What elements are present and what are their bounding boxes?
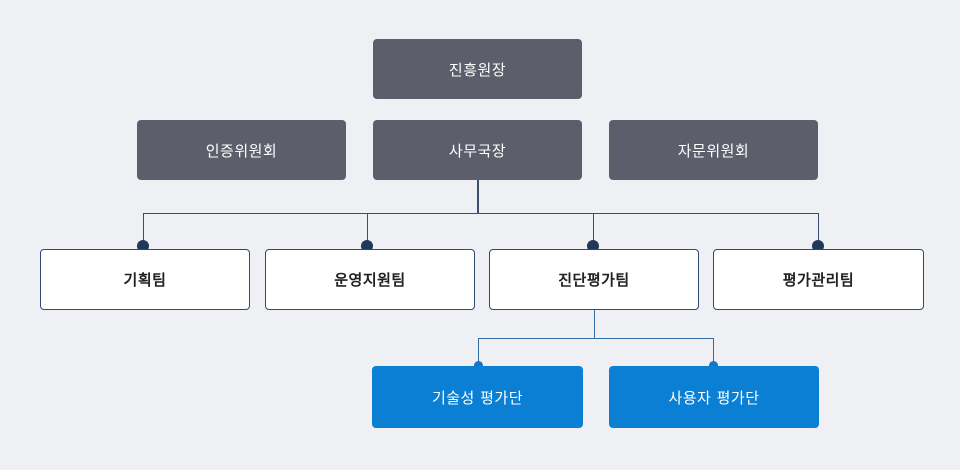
connector-team-bus xyxy=(143,213,819,214)
node-team-planning: 기획팀 xyxy=(40,249,250,310)
node-secretary-general: 사무국장 xyxy=(373,120,582,180)
connector-team-4 xyxy=(818,213,819,247)
connector-dot-sub-1 xyxy=(474,361,483,370)
node-team-evaluation: 진단평가팀 xyxy=(489,249,699,310)
connector-sub-1 xyxy=(478,338,479,366)
connector-sub-2 xyxy=(713,338,714,366)
node-advisory-committee: 자문위원회 xyxy=(609,120,818,180)
connector-dot-sub-2 xyxy=(709,361,718,370)
connector-secretary-down xyxy=(477,179,479,214)
connector-team-3 xyxy=(593,213,594,247)
node-user-evaluation-group: 사용자 평가단 xyxy=(609,366,819,428)
node-team-management: 평가관리팀 xyxy=(713,249,924,310)
connector-eval-down xyxy=(594,309,595,339)
connector-sub-bus xyxy=(478,338,714,339)
connector-team-1 xyxy=(143,213,144,247)
node-technical-evaluation-group: 기술성 평가단 xyxy=(372,366,583,428)
node-director: 진흥원장 xyxy=(373,39,582,99)
connector-team-2 xyxy=(367,213,368,247)
node-certification-committee: 인증위원회 xyxy=(137,120,346,180)
node-team-operations: 운영지원팀 xyxy=(265,249,475,310)
